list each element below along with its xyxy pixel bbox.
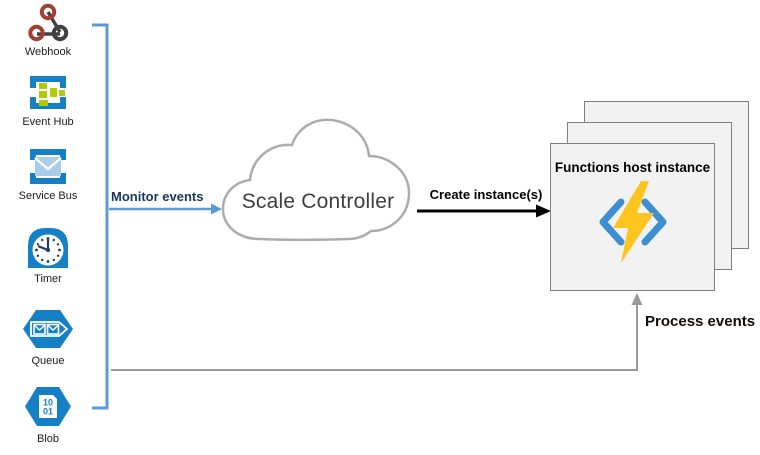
lightning-bolt [612, 181, 654, 263]
host-instance-title: Functions host instance [554, 160, 711, 175]
source-webhook: Webhook [12, 3, 84, 58]
source-blob: 10 01 Blob [12, 383, 84, 445]
event-hub-icon [30, 76, 66, 109]
source-label: Timer [34, 273, 62, 285]
process-events-line [111, 304, 638, 371]
source-label: Webhook [24, 46, 72, 58]
left-angle-bracket [599, 198, 624, 246]
source-label: Event Hub [22, 116, 74, 128]
webhook-icon [28, 3, 69, 42]
service-bus-icon [30, 149, 66, 184]
source-queue: Queue [12, 307, 84, 367]
timer-icon [28, 228, 68, 268]
process-events-label: Process events [645, 313, 756, 330]
blob-binary-line-2: 01 [43, 407, 53, 417]
create-instances-arrowhead [536, 204, 551, 218]
cloud-shape [221, 118, 411, 241]
blob-icon: 10 01 [25, 387, 71, 426]
scale-controller-cloud [218, 114, 418, 252]
blob-binary-line-1: 10 [43, 398, 53, 408]
process-events-arrowhead [631, 293, 643, 305]
sources-bracket [92, 23, 109, 410]
scale-controller-label: Scale Controller [241, 190, 395, 213]
source-event-hub: Event Hub [12, 72, 84, 128]
queue-icon [23, 310, 73, 348]
create-instances-label: Create instance(s) [429, 187, 543, 202]
host-instance-box-front: Functions host instance [550, 143, 715, 291]
source-label: Service Bus [18, 190, 78, 202]
azure-functions-icon [599, 181, 666, 263]
monitor-events-arrowhead [211, 203, 222, 215]
right-angle-bracket [641, 198, 666, 246]
source-label: Blob [36, 433, 60, 445]
source-service-bus: Service Bus [12, 146, 84, 202]
monitor-events-label: Monitor events [111, 189, 204, 204]
source-timer: Timer [12, 225, 84, 285]
source-label: Queue [31, 355, 65, 367]
